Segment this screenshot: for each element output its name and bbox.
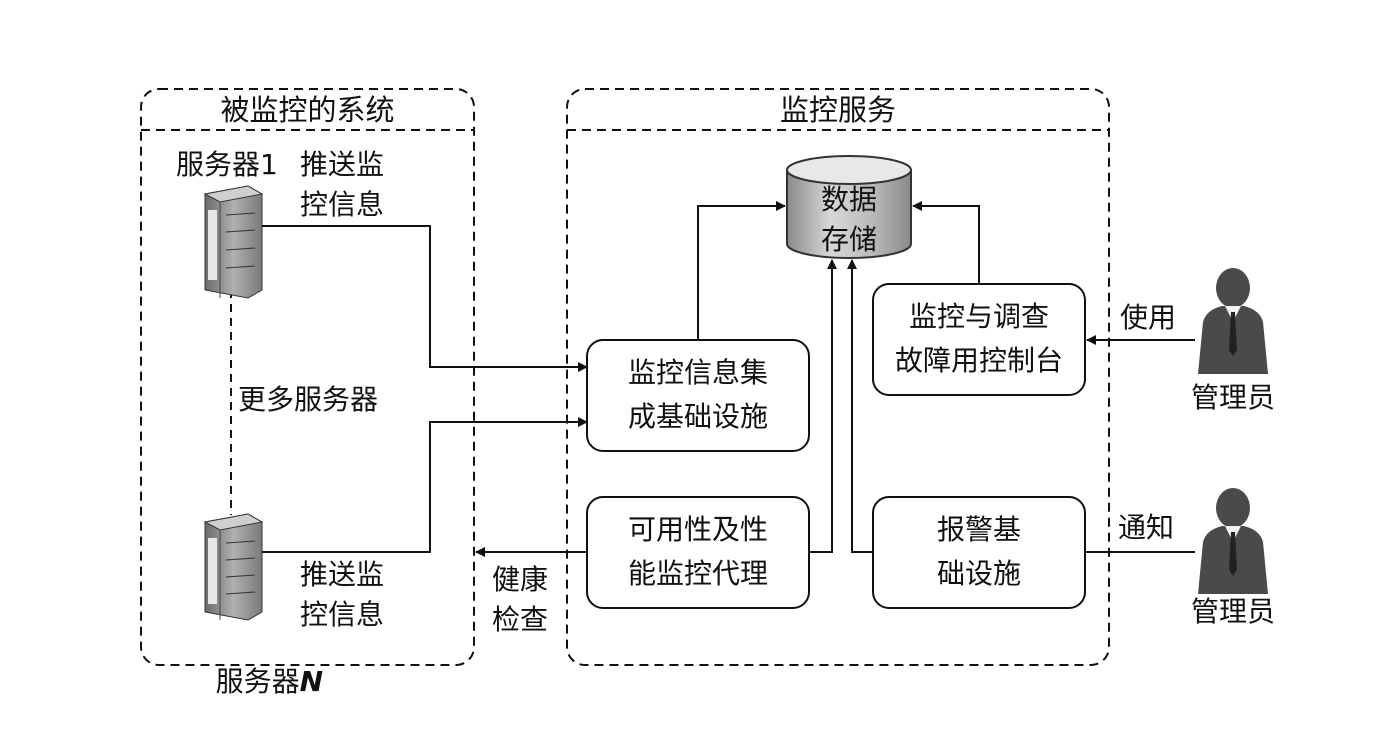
use-label: 使用 [1120, 301, 1177, 334]
left-container [140, 88, 475, 666]
health-check-label: 健康 检查 [492, 563, 549, 636]
admin-bottom-label: 管理员 [1190, 595, 1275, 628]
server-top-icon [203, 185, 264, 299]
arrow-serverN-to-collector [262, 417, 588, 553]
arrow-console-to-database [912, 201, 980, 284]
server-bottom-label-prefix: 服务器 [215, 665, 300, 698]
collector-label: 监控信息集 成基础设施 [627, 356, 768, 433]
database-icon [786, 155, 912, 259]
left-container-title: 被监控的系统 [220, 93, 395, 127]
notify-label: 通知 [1118, 511, 1175, 544]
alerting-label: 报警基 础设施 [936, 513, 1021, 590]
server-bottom-icon [203, 513, 264, 621]
admin-top-label: 管理员 [1190, 381, 1275, 414]
agent-label: 可用性及性 能监控代理 [627, 513, 768, 590]
right-container-title: 监控服务 [779, 93, 896, 127]
arrow-alerting-to-database [847, 259, 873, 553]
database-label: 数据 存储 [820, 183, 877, 256]
server-bottom-push-text: 推送监 控信息 [300, 558, 385, 631]
admin-top-icon [1198, 268, 1268, 374]
more-servers-label: 更多服务器 [238, 383, 379, 416]
server-bottom-label: 服务器N [180, 622, 323, 742]
server-top-label: 服务器1 [176, 148, 278, 181]
arrow-agent-to-database [809, 259, 837, 553]
arrow-collector-to-database [697, 201, 786, 340]
server-top-push-text: 推送监 控信息 [300, 148, 385, 221]
server-bottom-label-suffix: N [299, 665, 324, 698]
admin-bottom-icon [1198, 488, 1268, 594]
right-container [566, 88, 1110, 666]
console-label: 监控与调查 故障用控制台 [894, 300, 1063, 377]
arrow-server1-to-collector [262, 225, 588, 372]
